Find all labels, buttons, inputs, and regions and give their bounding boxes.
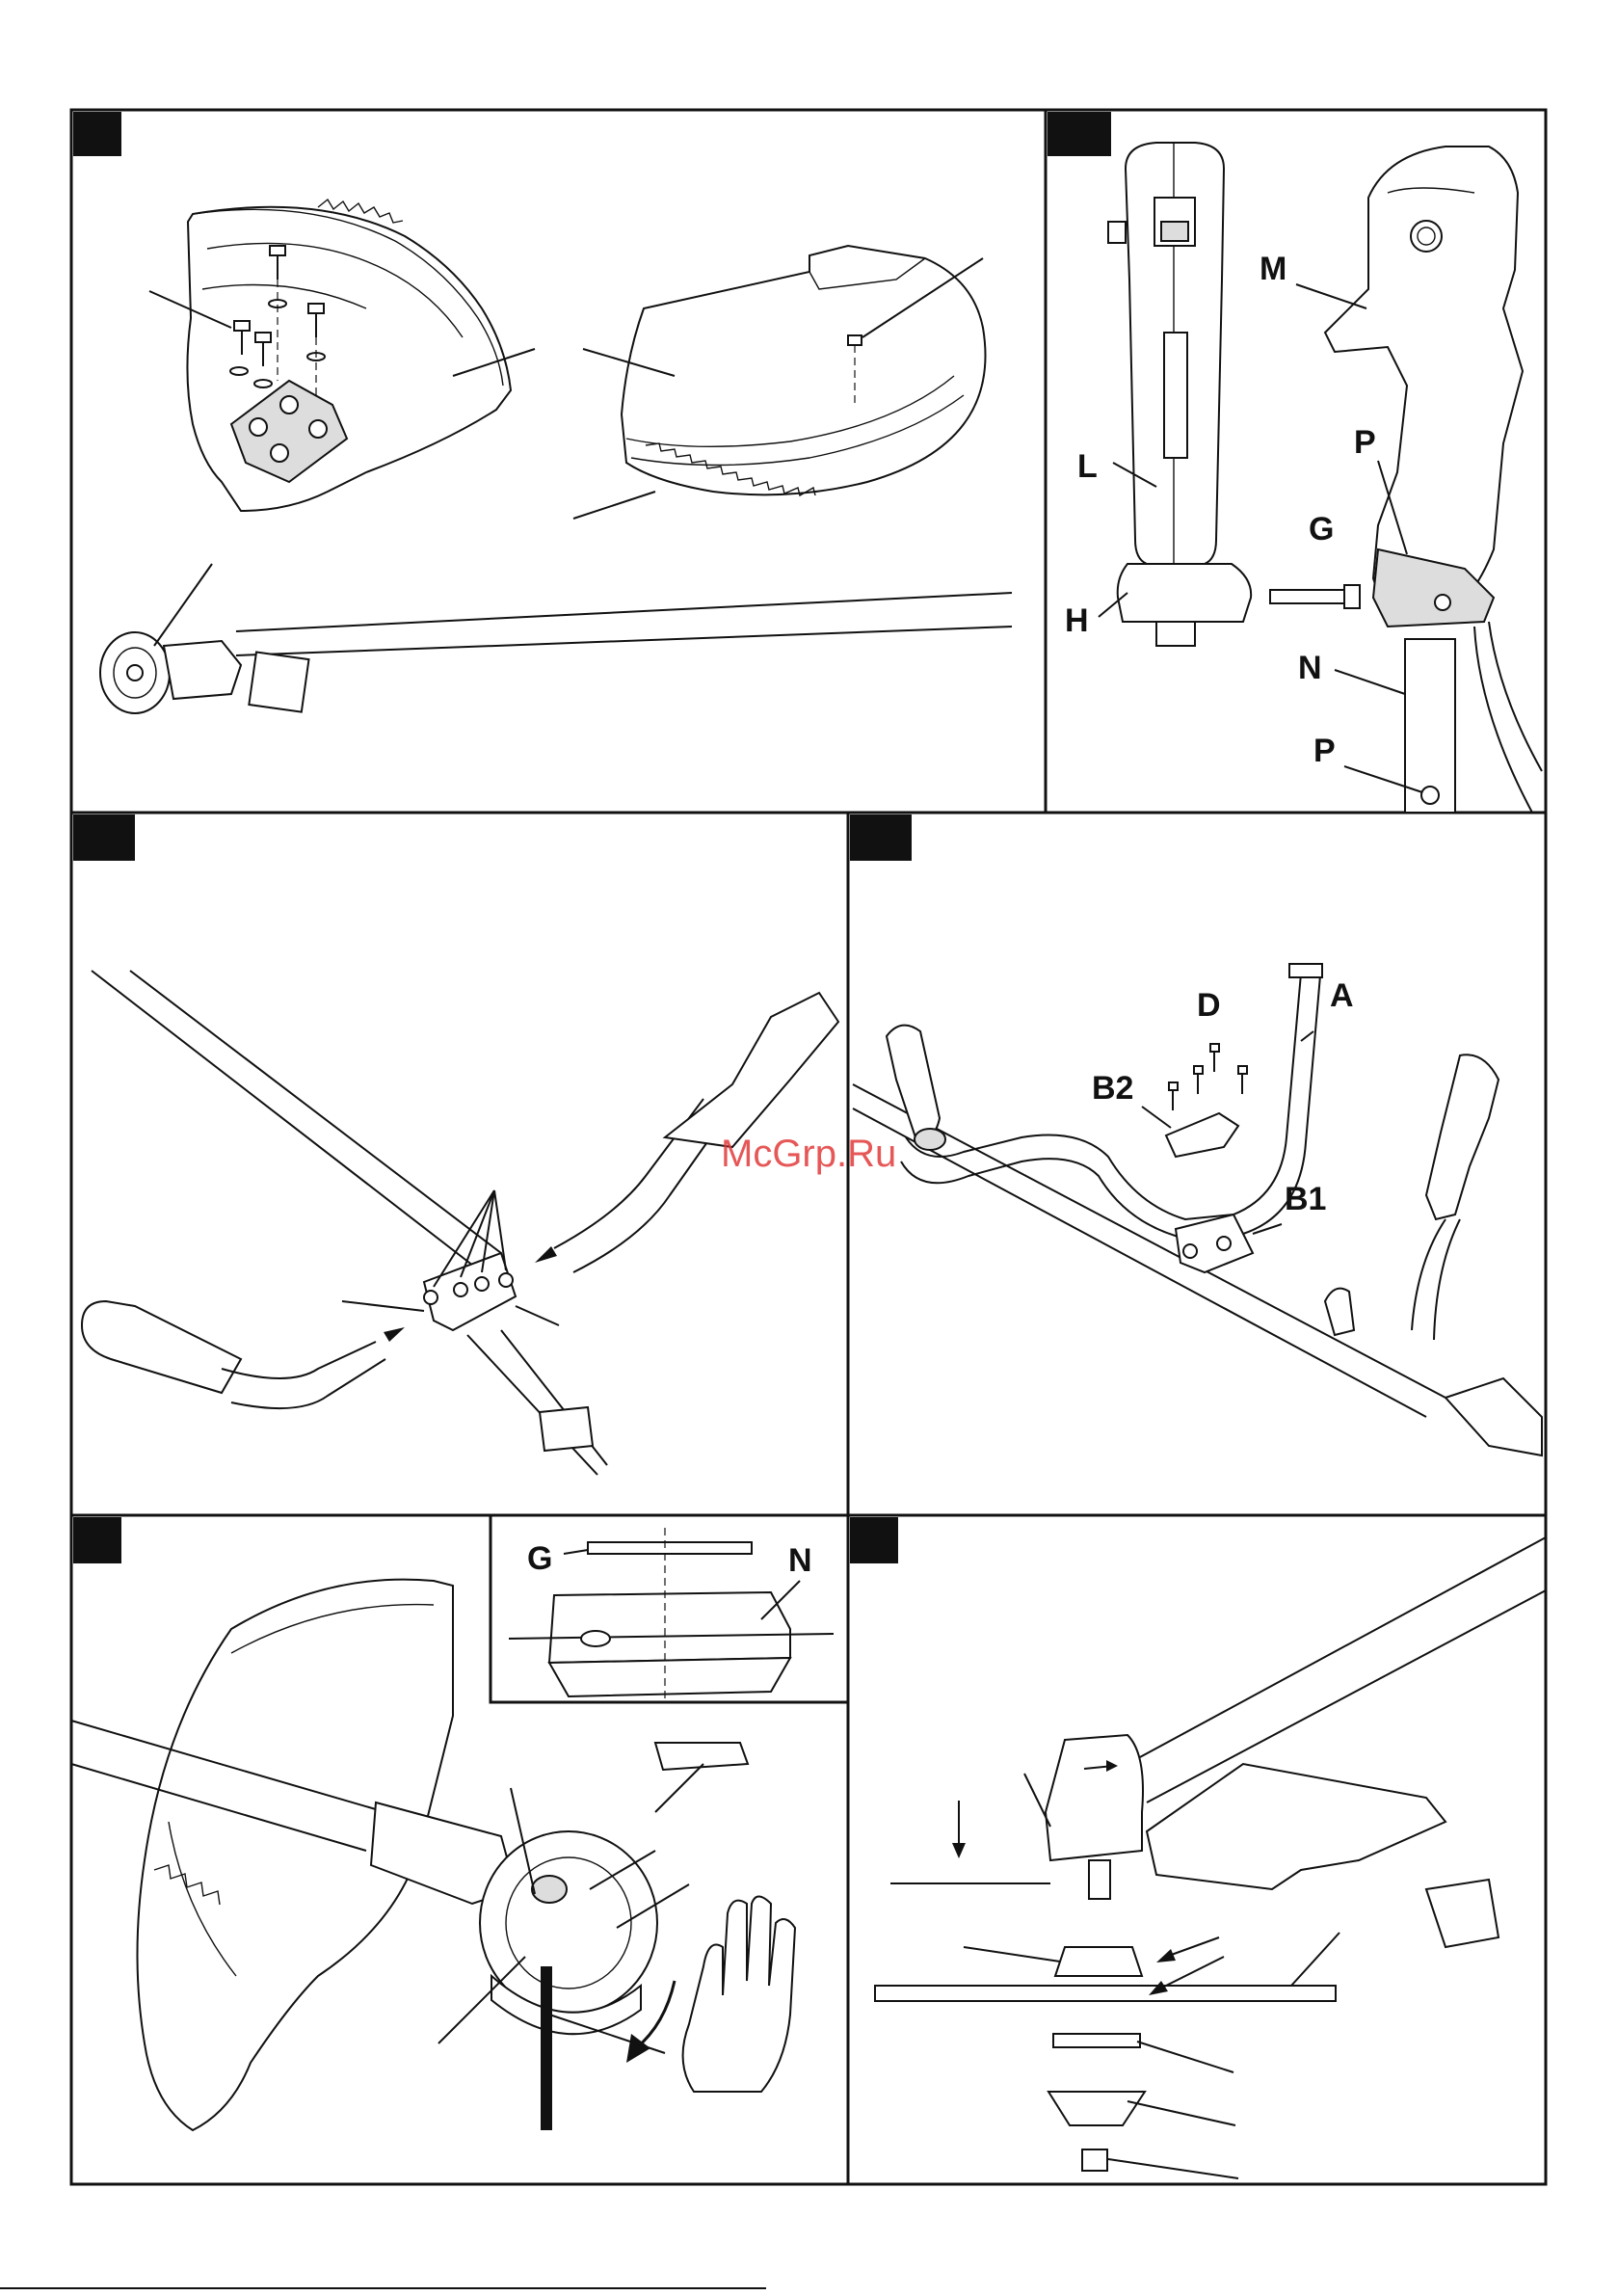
label-p-lower: P [1313, 733, 1336, 769]
panel-3-handlebar [82, 971, 838, 1475]
label-h: H [1065, 602, 1089, 639]
panel-tab-6 [850, 1517, 898, 1563]
label-n: N [1298, 650, 1322, 686]
panel-2-handle [1099, 143, 1542, 813]
hand-icon [683, 1897, 795, 2093]
panel-tab-1 [73, 112, 121, 156]
panel-5-trimmer-head [71, 1528, 834, 2130]
panel-tab-2 [1048, 112, 1111, 156]
panel-4-handlebar-parts [853, 964, 1542, 1455]
label-l: L [1077, 448, 1098, 485]
screw-icon [1169, 1044, 1247, 1110]
label-m: M [1260, 251, 1286, 287]
label-d: D [1197, 987, 1221, 1024]
blade [875, 1986, 1336, 2001]
label-inset-n: N [788, 1542, 812, 1579]
label-p-upper: P [1354, 424, 1376, 461]
label-a: A [1330, 977, 1354, 1014]
panel-1-guard-assembly [100, 200, 1012, 713]
panel-6-blade-assembly [875, 1537, 1546, 2178]
label-b1: B1 [1285, 1181, 1326, 1217]
panel-tab-3 [73, 814, 135, 861]
panel-tab-4 [850, 814, 912, 861]
label-b2: B2 [1092, 1070, 1133, 1107]
panel-tab-5 [73, 1517, 121, 1563]
watermark: McGrp.Ru [721, 1133, 896, 1175]
label-inset-g: G [527, 1540, 552, 1577]
label-g: G [1309, 511, 1334, 547]
